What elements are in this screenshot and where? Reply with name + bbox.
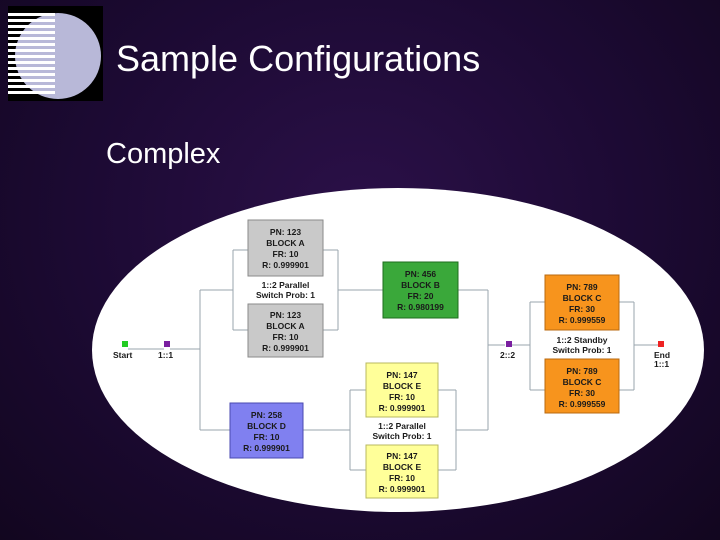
block-a-bottom: PN: 123 BLOCK A FR: 10 R: 0.999901 <box>247 303 324 358</box>
logo <box>8 6 103 101</box>
parallel-e-label-line: Switch Prob: 1 <box>372 431 431 441</box>
parallel-a-label-line: 1::2 Parallel <box>262 280 310 290</box>
block-c-bottom-line: R: 0.999559 <box>559 399 606 409</box>
block-c-top-line: R: 0.999559 <box>559 315 606 325</box>
block-a-top-line: FR: 10 <box>273 249 299 259</box>
block-d-line: FR: 10 <box>254 432 280 442</box>
block-e-bottom: PN: 147 BLOCK E FR: 10 R: 0.999901 <box>365 444 439 499</box>
parallel-e-label-line: 1::2 Parallel <box>378 421 426 431</box>
block-a-bottom-line: BLOCK A <box>266 321 304 331</box>
block-e-top: PN: 147 BLOCK E FR: 10 R: 0.999901 <box>365 362 439 418</box>
block-c-bottom: PN: 789 BLOCK C FR: 30 R: 0.999559 <box>544 358 620 414</box>
split-node <box>164 341 170 347</box>
split-label: 1::1 <box>158 350 173 360</box>
block-b: PN: 456 BLOCK B FR: 20 R: 0.980199 <box>382 261 459 319</box>
slide-subtitle: Complex <box>106 138 221 170</box>
parallel-a-label-line: Switch Prob: 1 <box>256 290 315 300</box>
start-node <box>122 341 128 347</box>
block-b-line: FR: 20 <box>408 291 434 301</box>
block-d-line: PN: 258 <box>251 410 282 420</box>
join-node <box>506 341 512 347</box>
parallel-e-group-label: 1::2 Parallel Switch Prob: 1 <box>366 419 438 443</box>
block-a-bottom-line: FR: 10 <box>273 332 299 342</box>
block-d-line: R: 0.999901 <box>243 443 290 453</box>
slide-title: Sample Configurations <box>116 38 481 79</box>
block-a-top-line: R: 0.999901 <box>262 260 309 270</box>
block-e-bottom-line: PN: 147 <box>386 451 417 461</box>
block-e-bottom-line: FR: 10 <box>389 473 415 483</box>
block-d: PN: 258 BLOCK D FR: 10 R: 0.999901 <box>229 402 304 459</box>
block-e-top-line: PN: 147 <box>386 370 417 380</box>
block-c-top-line: BLOCK C <box>563 293 602 303</box>
block-c-bottom-line: FR: 30 <box>569 388 595 398</box>
block-c-bottom-line: PN: 789 <box>566 366 597 376</box>
block-a-top-line: BLOCK A <box>266 238 304 248</box>
block-a-bottom-line: PN: 123 <box>270 310 301 320</box>
block-c-top-line: FR: 30 <box>569 304 595 314</box>
standby-c-group-label: 1::2 Standby Switch Prob: 1 <box>545 332 619 357</box>
standby-c-label-line: 1::2 Standby <box>556 335 607 345</box>
block-c-bottom-line: BLOCK C <box>563 377 602 387</box>
block-e-top-line: R: 0.999901 <box>379 403 426 413</box>
block-e-bottom-line: BLOCK E <box>383 462 422 472</box>
block-a-top: PN: 123 BLOCK A FR: 10 R: 0.999901 <box>247 219 324 277</box>
connection-lines <box>128 249 658 471</box>
parallel-a-group-label: 1::2 Parallel Switch Prob: 1 <box>248 278 323 302</box>
block-a-bottom-line: R: 0.999901 <box>262 343 309 353</box>
standby-c-label-line: Switch Prob: 1 <box>552 345 611 355</box>
block-c-top-line: PN: 789 <box>566 282 597 292</box>
end-label: End <box>654 350 670 360</box>
block-b-line: R: 0.980199 <box>397 302 444 312</box>
end-node <box>658 341 664 347</box>
start-label: Start <box>113 350 133 360</box>
block-d-line: BLOCK D <box>247 421 286 431</box>
join-label: 2::2 <box>500 350 515 360</box>
block-b-line: BLOCK B <box>401 280 440 290</box>
block-e-top-line: BLOCK E <box>383 381 422 391</box>
block-e-top-line: FR: 10 <box>389 392 415 402</box>
block-b-line: PN: 456 <box>405 269 436 279</box>
end-sublabel: 1::1 <box>654 359 669 369</box>
block-a-top-line: PN: 123 <box>270 227 301 237</box>
block-e-bottom-line: R: 0.999901 <box>379 484 426 494</box>
logo-emblem-icon <box>8 13 101 99</box>
block-c-top: PN: 789 BLOCK C FR: 30 R: 0.999559 <box>544 274 620 331</box>
